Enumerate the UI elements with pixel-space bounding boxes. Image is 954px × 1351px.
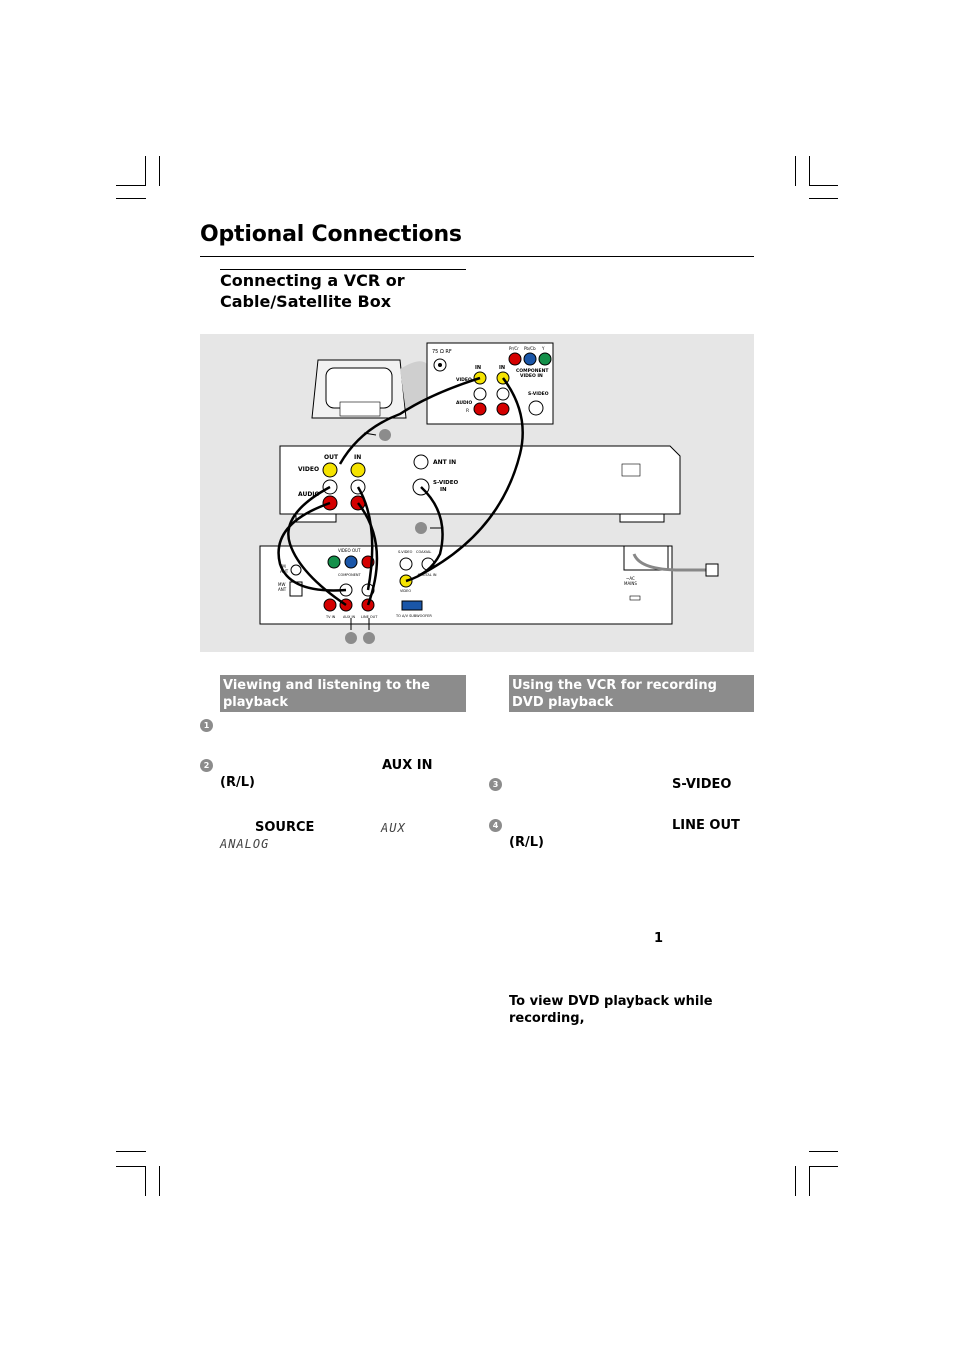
step-2-marker: 2 xyxy=(200,759,213,772)
step-4-marker: 4 xyxy=(489,819,502,832)
svg-text:R: R xyxy=(466,408,469,414)
svg-text:MAINS: MAINS xyxy=(624,581,637,586)
source-label: SOURCE xyxy=(255,820,315,835)
svg-text:COMPONENT: COMPONENT xyxy=(338,573,362,577)
cables xyxy=(277,376,524,607)
svg-text:DIGITAL IN: DIGITAL IN xyxy=(418,573,437,577)
svg-text:S-VIDEO: S-VIDEO xyxy=(528,391,549,397)
svg-text:VIDEO: VIDEO xyxy=(298,466,319,473)
svg-text:MW: MW xyxy=(278,582,285,587)
connection-diagram: 75 Ω RF IN IN VIDEO AUDIO R Pr/Cr Pb/Cb … xyxy=(200,334,754,652)
aux-in-label: AUX IN xyxy=(382,758,433,773)
rl-label-left: (R/L) xyxy=(220,775,255,790)
svg-text:TV IN: TV IN xyxy=(325,615,336,619)
svideo-label: S-VIDEO xyxy=(672,777,732,792)
page-title: Optional Connections xyxy=(200,222,462,247)
svg-text:Pr/Cr: Pr/Cr xyxy=(509,346,519,351)
right-section-heading: Using the VCR for recording DVD playback xyxy=(509,675,754,712)
step-3-marker: 3 xyxy=(489,778,502,791)
rl-label-right: (R/L) xyxy=(509,835,544,850)
svg-text:AUDIO: AUDIO xyxy=(456,400,472,406)
section-subtitle: Connecting a VCR or Cable/Satellite Box xyxy=(220,270,466,312)
vcr-illustration: VIDEO AUDIO OUT IN ANT IN S-VIDEO IN xyxy=(279,445,681,523)
subtitle-rule xyxy=(220,269,466,270)
svg-text:~AC: ~AC xyxy=(626,576,635,581)
svg-text:ANT IN: ANT IN xyxy=(433,459,456,466)
svg-text:TO A/V SUBWOOFER: TO A/V SUBWOOFER xyxy=(395,614,432,618)
svg-text:VIDEO IN: VIDEO IN xyxy=(520,373,543,379)
view-playback-line-1: To view DVD playback while xyxy=(509,994,713,1009)
svg-text:Y: Y xyxy=(541,346,545,351)
svg-text:COAXIAL: COAXIAL xyxy=(416,550,431,554)
tv-back-panel: 75 Ω RF IN IN VIDEO AUDIO R Pr/Cr Pb/Cb … xyxy=(426,342,554,425)
line-out-label: LINE OUT xyxy=(672,818,740,833)
lcd-aux-text: AUX xyxy=(381,821,406,835)
svg-text:IN: IN xyxy=(475,365,481,371)
svg-text:LINE OUT: LINE OUT xyxy=(361,615,378,619)
svg-text:IN: IN xyxy=(499,365,505,371)
subtitle-line-2: Cable/Satellite Box xyxy=(220,292,392,311)
svg-text:S-VIDEO: S-VIDEO xyxy=(433,480,458,486)
number-one-label: 1 xyxy=(654,931,664,946)
svg-text:AUDIO: AUDIO xyxy=(298,491,320,498)
svg-text:IN: IN xyxy=(354,454,361,461)
svg-text:AUX IN: AUX IN xyxy=(343,615,355,619)
step-1-marker: 1 xyxy=(200,719,213,732)
lcd-analog-text: ANALOG xyxy=(220,837,270,851)
svg-text:VIDEO: VIDEO xyxy=(400,589,411,593)
svg-text:ANT: ANT xyxy=(278,587,287,592)
dvd-system-illustration: FM ANT MW ANT VIDEO OUT COMPONENT TV IN … xyxy=(259,545,719,625)
svg-text:75 Ω RF: 75 Ω RF xyxy=(432,349,452,355)
svg-text:COMPONENT: COMPONENT xyxy=(516,368,549,374)
svg-text:VIDEO OUT: VIDEO OUT xyxy=(338,548,361,553)
svg-text:IN: IN xyxy=(440,487,447,493)
svg-text:VIDEO: VIDEO xyxy=(456,377,472,383)
svg-text:S-VIDEO: S-VIDEO xyxy=(398,550,413,554)
svg-text:OUT: OUT xyxy=(324,454,339,461)
subtitle-line-1: Connecting a VCR or xyxy=(220,271,405,290)
view-playback-line-2: recording, xyxy=(509,1011,585,1026)
left-section-heading: Viewing and listening to the playback xyxy=(220,675,466,712)
title-rule xyxy=(200,256,754,257)
svg-text:FM: FM xyxy=(280,564,286,569)
tv-illustration xyxy=(311,359,431,419)
svg-text:Pb/Cb: Pb/Cb xyxy=(524,346,536,351)
